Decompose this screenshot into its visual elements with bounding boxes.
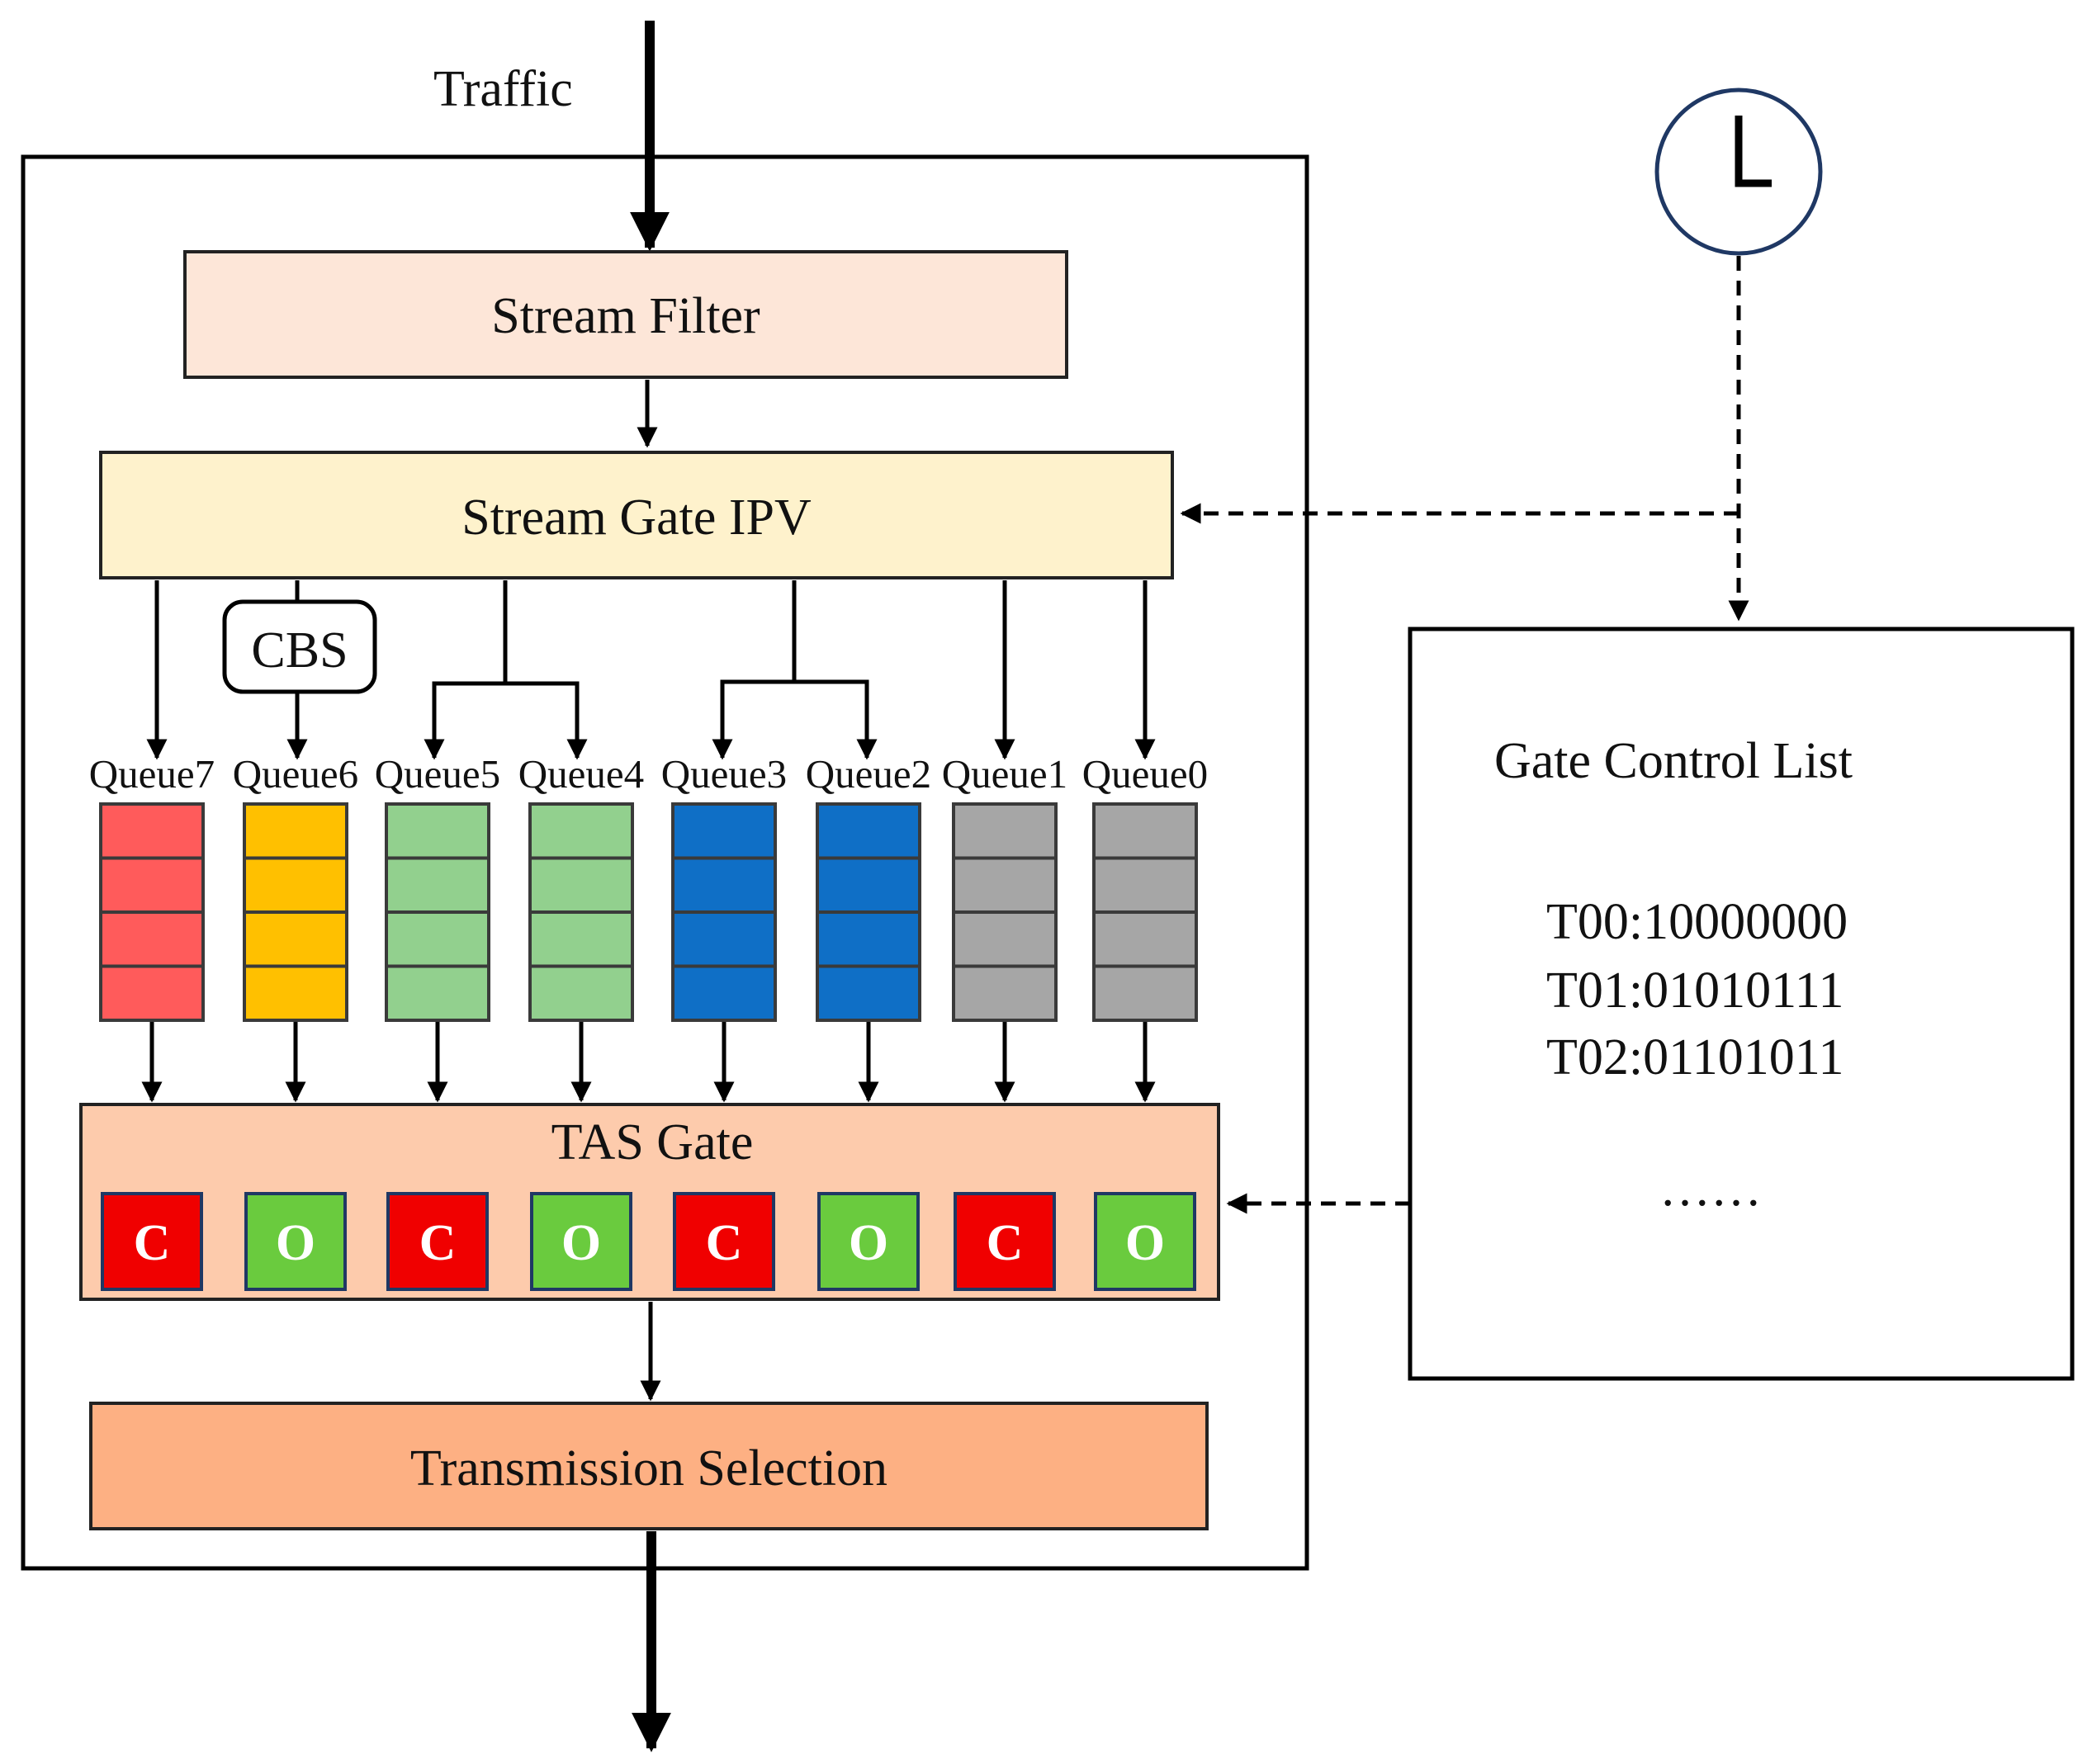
gate-to-queue-connectors: [146, 580, 1156, 760]
queue-slot: [243, 964, 348, 1022]
tas-gate-label: TAS Gate: [551, 1114, 754, 1170]
queue-label: Queue4: [518, 751, 644, 797]
gcl-entry: T02:01101011: [1546, 1029, 1844, 1085]
gate-state-label: C: [706, 1215, 743, 1271]
queue-slot: [671, 856, 777, 914]
queue-slot: [952, 910, 1058, 968]
queue-label: Queue3: [661, 751, 787, 797]
gate-open: O: [1094, 1192, 1196, 1291]
queue-stack: [385, 802, 490, 1022]
queue-label: Queue5: [375, 751, 500, 797]
queue-slot: [1092, 910, 1198, 968]
queue-label: Queue6: [233, 751, 358, 797]
gcl-entry: T01:01010111: [1546, 962, 1844, 1019]
queue-slot: [528, 802, 634, 860]
gate-state-label: C: [987, 1215, 1024, 1271]
queue-slot: [243, 856, 348, 914]
queue-slot: [1092, 802, 1198, 860]
transmission-selection-block: Transmission Selection: [89, 1402, 1209, 1530]
stream-gate-ipv-block: Stream Gate IPV: [99, 451, 1174, 579]
queue-slot: [99, 964, 205, 1022]
queue-label: Queue7: [89, 751, 215, 797]
gate-state-label: O: [849, 1215, 888, 1271]
queue-slot: [99, 802, 205, 860]
queue-slot: [816, 964, 921, 1022]
queue-slot: [952, 964, 1058, 1022]
gcl-title: Gate Control List: [1494, 733, 1853, 789]
queue-slot: [528, 964, 634, 1022]
queue-slot: [1092, 964, 1198, 1022]
gcl-entry: T00:10000000: [1546, 894, 1848, 950]
queue-slot: [816, 802, 921, 860]
queue-slot: [1092, 856, 1198, 914]
queue-slot: [528, 856, 634, 914]
queue-slot: [671, 910, 777, 968]
gcl-ellipsis: ……: [1659, 1161, 1762, 1217]
gate-closed: C: [386, 1192, 489, 1291]
queue-slot: [816, 856, 921, 914]
queue-stack: [243, 802, 348, 1022]
queue-stack: [671, 802, 777, 1022]
gate-closed: C: [954, 1192, 1056, 1291]
queue-slot: [952, 802, 1058, 860]
cbs-label: CBS: [251, 622, 348, 679]
queue-stack: [816, 802, 921, 1022]
queue-stack: [99, 802, 205, 1022]
queue-slot: [99, 856, 205, 914]
stream-filter-label: Stream Filter: [491, 288, 760, 344]
stream-filter-block: Stream Filter: [183, 250, 1068, 379]
gate-closed: C: [673, 1192, 775, 1291]
gate-open: O: [817, 1192, 920, 1291]
switch-frame: [21, 154, 1309, 1571]
cbs-shaper: CBS: [222, 599, 377, 694]
queue-label: Queue2: [806, 751, 931, 797]
gate-open: O: [244, 1192, 347, 1291]
queue-slot: [671, 802, 777, 860]
queue-slot: [99, 910, 205, 968]
gate-state-label: O: [1125, 1215, 1165, 1271]
gate-closed: C: [101, 1192, 203, 1291]
clock-signal-lines: [1180, 256, 1749, 1214]
queue-label: Queue0: [1082, 751, 1208, 797]
gate-state-label: C: [134, 1215, 171, 1271]
queue-slot: [385, 856, 490, 914]
queue-slot: [243, 910, 348, 968]
gate-state-label: C: [419, 1215, 457, 1271]
stream-gate-label: Stream Gate IPV: [461, 489, 812, 546]
queue-stack: [1092, 802, 1198, 1022]
queue-slot: [385, 964, 490, 1022]
gate-control-list-panel: Gate Control List T00:10000000 T01:01010…: [1408, 627, 2075, 1381]
gate-open: O: [530, 1192, 632, 1291]
queue-slot: [528, 910, 634, 968]
queue-slot: [952, 856, 1058, 914]
clock-icon: [1654, 87, 1823, 256]
gate-state-label: O: [561, 1215, 601, 1271]
queue-slot: [816, 910, 921, 968]
gate-state-label: O: [276, 1215, 315, 1271]
queue-stack: [528, 802, 634, 1022]
transmission-selection-label: Transmission Selection: [410, 1440, 887, 1497]
queue-slot: [671, 964, 777, 1022]
tas-gate-block: TAS Gate C O C O C O C O: [79, 1103, 1220, 1301]
traffic-label: Traffic: [433, 61, 573, 117]
queue-stack: [952, 802, 1058, 1022]
queue-slot: [243, 802, 348, 860]
queue-label: Queue1: [942, 751, 1067, 797]
queue-slot: [385, 802, 490, 860]
queue-slot: [385, 910, 490, 968]
